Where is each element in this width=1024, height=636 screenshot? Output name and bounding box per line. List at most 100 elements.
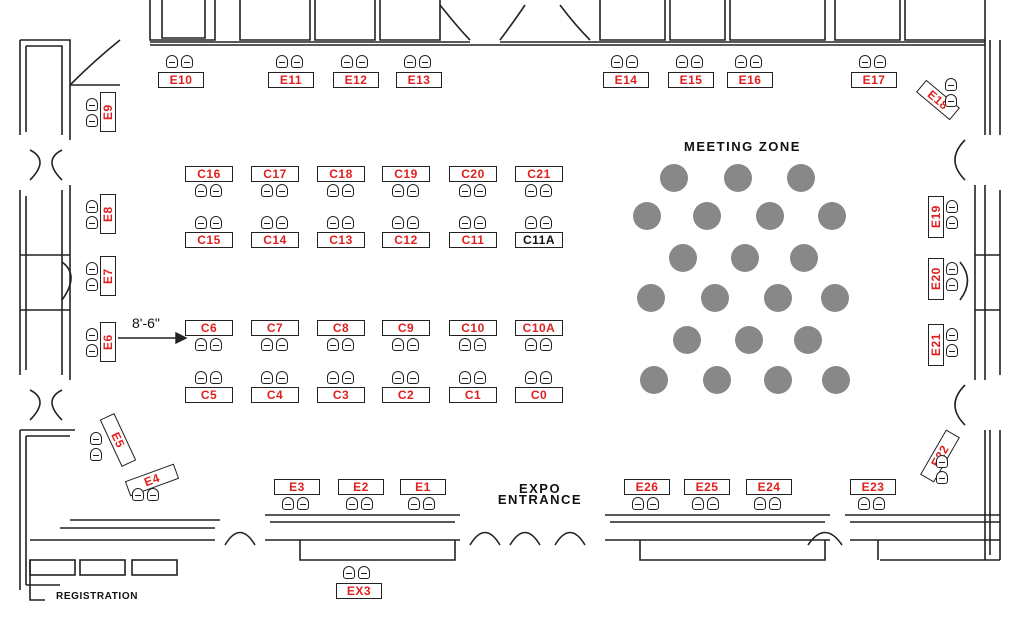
chair xyxy=(611,55,623,68)
chair xyxy=(358,566,370,579)
meeting-table-5 xyxy=(693,202,721,230)
chair xyxy=(459,338,471,351)
booth-label-c10a: C10A xyxy=(515,320,563,336)
booth-label-c7: C7 xyxy=(251,320,299,336)
chair xyxy=(210,338,222,351)
booth-label-e20: E20 xyxy=(928,258,944,300)
chair xyxy=(419,55,431,68)
chairs-c9 xyxy=(392,338,419,351)
booth-label-c11a: C11A xyxy=(515,232,563,248)
chairs-c15 xyxy=(195,216,222,229)
chairs-e6 xyxy=(86,328,98,357)
meeting-table-14 xyxy=(821,284,849,312)
meeting-table-10 xyxy=(790,244,818,272)
meeting-table-8 xyxy=(669,244,697,272)
chair xyxy=(540,184,552,197)
booth-label-e9: E9 xyxy=(100,92,116,132)
chair xyxy=(297,497,309,510)
booth-label-e14: E14 xyxy=(603,72,649,88)
chairs-e21 xyxy=(946,328,958,357)
meeting-table-18 xyxy=(640,366,668,394)
chair xyxy=(874,55,886,68)
booth-label-c20: C20 xyxy=(449,166,497,182)
booth-label-c16: C16 xyxy=(185,166,233,182)
meeting-table-1 xyxy=(660,164,688,192)
chair xyxy=(936,455,948,468)
chair xyxy=(356,55,368,68)
chair xyxy=(86,98,98,111)
meeting-table-11 xyxy=(637,284,665,312)
chairs-e14 xyxy=(611,55,638,68)
booth-label-c11: C11 xyxy=(449,232,497,248)
chair xyxy=(291,55,303,68)
meeting-table-2 xyxy=(724,164,752,192)
chair xyxy=(525,371,537,384)
chair xyxy=(343,566,355,579)
chair xyxy=(327,216,339,229)
booth-label-e11: E11 xyxy=(268,72,314,88)
chairs-c10 xyxy=(459,338,486,351)
booth-label-e6: E6 xyxy=(100,322,116,362)
chair xyxy=(459,371,471,384)
chair xyxy=(632,497,644,510)
chair xyxy=(735,55,747,68)
chair xyxy=(282,497,294,510)
chair xyxy=(210,184,222,197)
booth-label-e26: E26 xyxy=(624,479,670,495)
chair xyxy=(408,497,420,510)
booth-label-c4: C4 xyxy=(251,387,299,403)
booth-label-c13: C13 xyxy=(317,232,365,248)
chairs-c18 xyxy=(327,184,354,197)
booth-label-c14: C14 xyxy=(251,232,299,248)
chair xyxy=(361,497,373,510)
chair xyxy=(261,216,273,229)
chair xyxy=(946,344,958,357)
chair xyxy=(769,497,781,510)
chair xyxy=(407,338,419,351)
chairs-e2 xyxy=(346,497,373,510)
chairs-e8 xyxy=(86,200,98,229)
chair xyxy=(342,371,354,384)
meeting-table-13 xyxy=(764,284,792,312)
chairs-e7 xyxy=(86,262,98,291)
chairs-e19 xyxy=(946,200,958,229)
chairs-e11 xyxy=(276,55,303,68)
chairs-c17 xyxy=(261,184,288,197)
chairs-c6 xyxy=(195,338,222,351)
chair xyxy=(946,200,958,213)
chair xyxy=(392,338,404,351)
chair xyxy=(90,448,102,461)
chairs-c3 xyxy=(327,371,354,384)
chair xyxy=(459,216,471,229)
chairs-c16 xyxy=(195,184,222,197)
booth-label-c0: C0 xyxy=(515,387,563,403)
booth-label-c15: C15 xyxy=(185,232,233,248)
meeting-table-16 xyxy=(735,326,763,354)
chairs-e16 xyxy=(735,55,762,68)
chair xyxy=(750,55,762,68)
chair xyxy=(341,55,353,68)
meeting-table-7 xyxy=(818,202,846,230)
chair xyxy=(276,184,288,197)
chair xyxy=(210,216,222,229)
chair xyxy=(166,55,178,68)
chairs-e12 xyxy=(341,55,368,68)
chair xyxy=(945,94,957,107)
booth-label-c19: C19 xyxy=(382,166,430,182)
chair xyxy=(195,184,207,197)
chair xyxy=(692,497,704,510)
chair xyxy=(540,216,552,229)
chair xyxy=(276,371,288,384)
chair xyxy=(540,371,552,384)
booth-label-c3: C3 xyxy=(317,387,365,403)
chair xyxy=(423,497,435,510)
chair xyxy=(86,216,98,229)
chair xyxy=(945,78,957,91)
booth-label-e19: E19 xyxy=(928,196,944,238)
meeting-table-21 xyxy=(822,366,850,394)
chair xyxy=(392,216,404,229)
expo-entrance-line1: EXPO xyxy=(518,481,562,496)
meeting-table-15 xyxy=(673,326,701,354)
